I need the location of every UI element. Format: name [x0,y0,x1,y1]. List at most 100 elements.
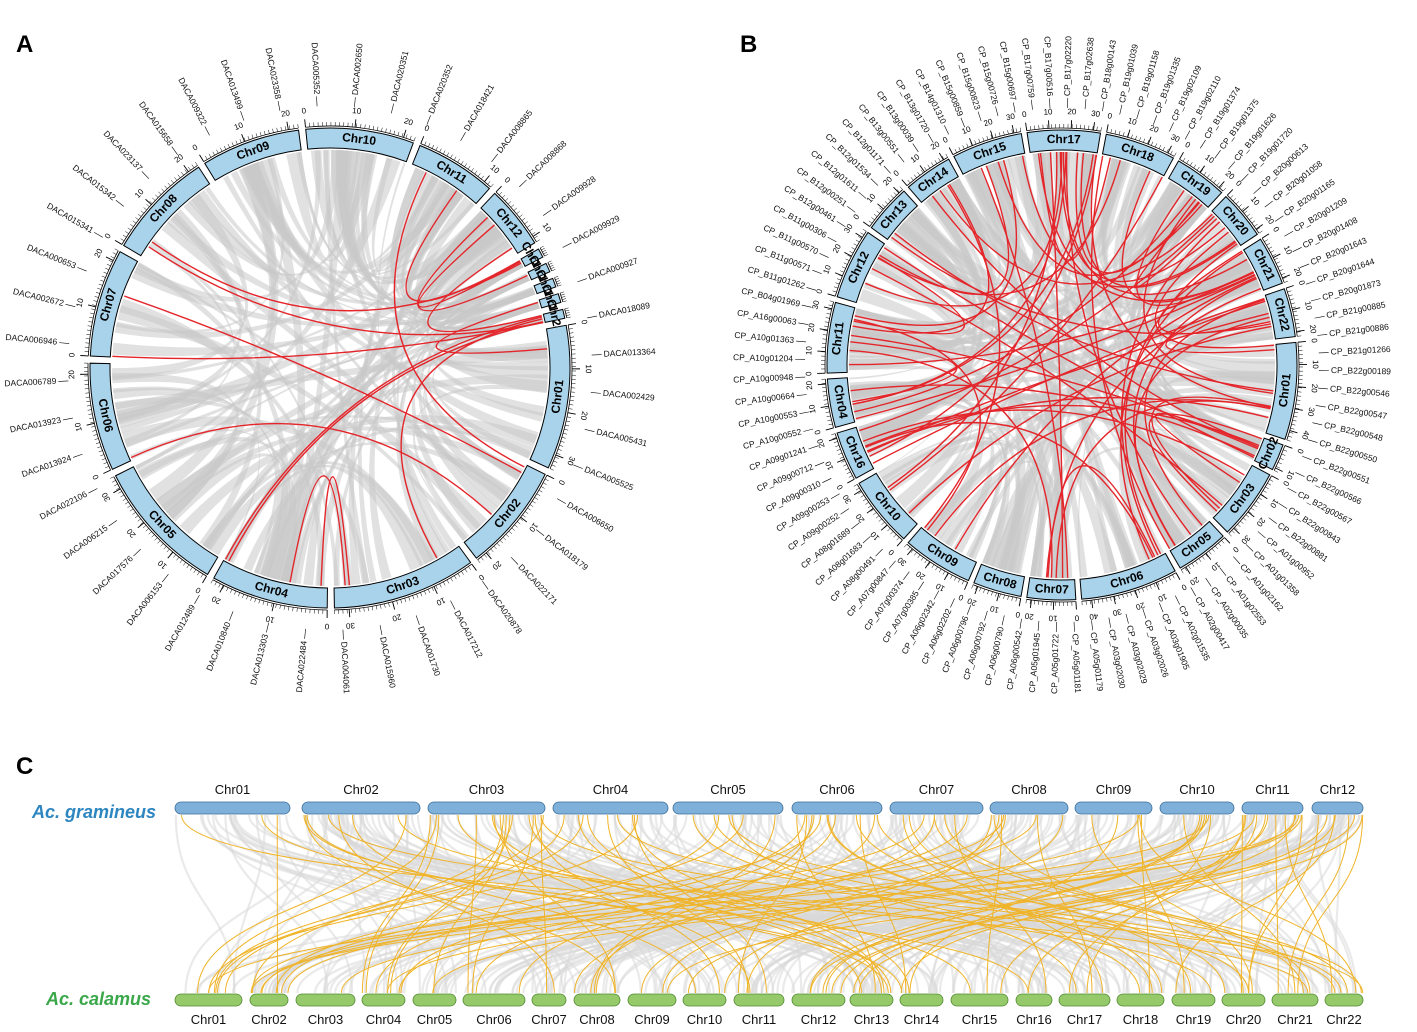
gene-label: DACA002650 [350,43,365,96]
minor-tick [381,127,383,132]
collinear-link [902,814,1103,994]
minor-tick [279,604,281,609]
duplication-link [849,349,1053,578]
tick-axis [856,484,903,541]
tick-label: 30 [895,555,908,568]
tick-label: 20 [490,559,503,572]
minor-tick [1141,587,1144,592]
minor-tick [833,441,838,443]
minor-tick [1130,591,1132,596]
tick-label: 0 [815,287,825,294]
major-tick [484,175,490,182]
collinear-link [327,814,1364,994]
tick-label: 20 [881,174,894,187]
minor-tick [493,545,497,550]
minor-tick [1092,125,1094,131]
minor-tick [890,531,894,535]
tick-label: 0 [1231,545,1241,555]
panel-c-collinear-links [181,814,1364,994]
major-tick [906,548,913,556]
minor-tick [1205,553,1209,557]
minor-tick [92,304,97,306]
minor-tick [480,556,484,561]
major-tick [1233,527,1240,535]
gene-leader [562,242,572,248]
tick-label: 10 [807,403,818,414]
synteny-ribbon [371,157,490,281]
minor-tick [998,132,1001,137]
chromosome-box [1253,437,1284,471]
chromosome-box [826,377,856,428]
minor-tick [531,232,536,235]
bottom-chromosome-label: Chr03 [308,1012,343,1027]
bottom-chromosome-label: Chr08 [579,1012,614,1027]
minor-tick [1254,223,1258,227]
collinear-link [1183,814,1296,994]
minor-tick [170,179,174,184]
minor-tick [197,571,200,576]
duplication-link [1165,300,1275,354]
synteny-ribbon [855,193,1198,326]
bottom-chromosome-bar [573,993,621,1007]
collinear-link [687,814,1208,994]
major-tick [996,593,1000,602]
minor-tick [155,194,159,198]
panel-a-red-links [112,172,548,586]
minor-tick [881,521,885,525]
tick-label: 0 [324,622,329,631]
minor-tick [565,312,570,314]
gene-leader [966,605,972,615]
minor-tick [841,460,846,463]
gene-leader [1314,316,1325,319]
minor-tick [843,262,848,265]
major-tick [825,427,834,431]
gene-label: DACA005352 [310,42,323,95]
minor-tick [550,266,555,270]
gene-label: CP_A05g01945 [1027,632,1042,693]
minor-tick [1096,126,1098,131]
minor-tick [1293,314,1298,317]
minor-tick [560,291,564,294]
duplication-link [289,475,346,586]
gene-label: DACA022171 [516,562,559,607]
gene-label: DACA020351 [389,49,411,102]
tick-label: 0 [301,106,307,115]
gene-label: CP_B18g00143 [1099,39,1118,100]
minor-tick [1292,310,1297,313]
gray-synteny-link [577,814,1337,994]
minor-tick [536,493,541,497]
major-tick [348,609,351,618]
gene-leader [1013,102,1016,113]
minor-tick [93,300,98,302]
tick-label: 0 [1281,479,1291,488]
bottom-chromosome-label: Chr02 [251,1012,286,1027]
minor-tick [149,200,153,204]
gene-leader [577,278,587,283]
synteny-ribbon [991,468,1046,577]
minor-tick [90,312,95,315]
minor-tick [453,156,457,161]
synteny-ribbon [282,150,348,583]
minor-tick [371,606,374,611]
minor-tick [928,562,931,566]
gene-leader [590,392,601,394]
synteny-ribbon [896,224,1207,528]
minor-tick [1283,449,1288,452]
chromosome-label: Chr04 [831,384,850,420]
gene-label: DACA000653 [26,242,78,271]
major-tick [847,478,855,484]
minor-tick [424,590,427,595]
tick-label: 10 [156,558,169,571]
tick-label: 0 [579,319,589,326]
gene-leader [1302,455,1312,461]
minor-tick [832,437,837,440]
gene-leader [830,493,840,500]
minor-tick [372,125,375,130]
gene-leader [847,206,856,213]
minor-tick [446,579,450,584]
tick-label: 10 [1127,116,1139,127]
synteny-ribbon [429,261,540,330]
